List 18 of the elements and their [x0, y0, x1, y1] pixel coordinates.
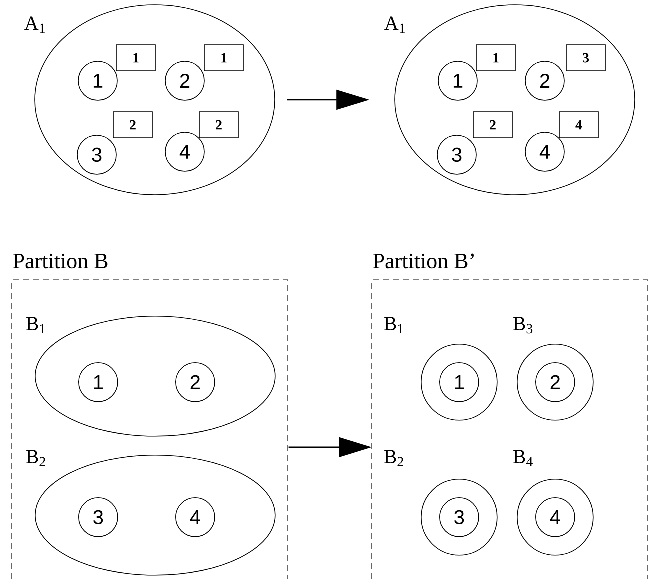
number-box: 1: [204, 44, 244, 72]
number-box: 2: [199, 112, 239, 138]
partition-title: Partition B: [13, 254, 108, 269]
set-label: B$_{2}$: [26, 450, 46, 467]
number-box: 2: [113, 112, 153, 138]
set-label: B$_{1}$: [26, 317, 46, 334]
number-box: 4: [559, 112, 599, 138]
set-label: B$_{1}$: [384, 317, 404, 334]
number-box: 1: [116, 44, 156, 72]
number-box: 1: [476, 44, 516, 72]
number-box: 3: [566, 44, 606, 72]
set-label: A$_{1}$: [384, 16, 405, 34]
set-label: B$_{2}$: [384, 450, 404, 467]
number-box: 2: [473, 112, 513, 138]
partition-title: Partition B’: [373, 254, 474, 269]
set-label: A$_{1}$: [24, 16, 45, 34]
set-label: B$_{3}$: [513, 317, 533, 334]
set-label: B$_{4}$: [513, 450, 533, 467]
